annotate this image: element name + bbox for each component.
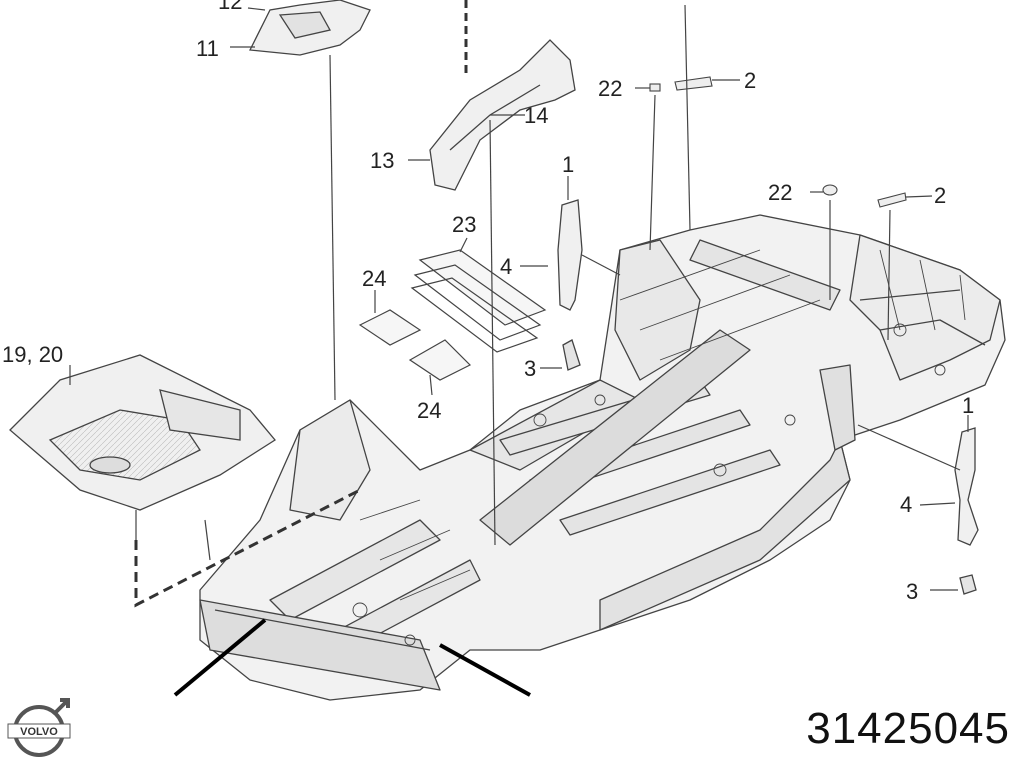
callout-labels: 12 11 13 14 22 2 22 2 23 24 24 1 4 3 19,… <box>2 0 974 604</box>
callout-22-right: 22 <box>768 180 792 205</box>
part-1-pillar-reinforcement-upper <box>557 199 583 371</box>
callout-24-lower: 24 <box>417 398 441 423</box>
volvo-logo-text: VOLVO <box>20 726 58 738</box>
underbody-floor-assembly <box>199 214 1006 701</box>
callout-11: 11 <box>196 36 219 61</box>
callout-2-top: 2 <box>744 68 756 93</box>
callout-24-upper: 24 <box>362 266 386 291</box>
part-number: 31425045 <box>806 704 1010 753</box>
callout-1-upper: 1 <box>562 152 574 177</box>
callout-12: 12 <box>218 0 242 14</box>
part-1-pillar-reinforcement-lower <box>954 427 979 595</box>
callout-3-lower: 3 <box>906 579 918 604</box>
part-24-pad-a <box>358 309 422 346</box>
callout-4-lower: 4 <box>900 492 912 517</box>
callout-23: 23 <box>452 212 476 237</box>
part-19-20-floor-panel <box>9 354 276 511</box>
part-2-22-clips <box>649 76 907 208</box>
callout-19-20: 19, 20 <box>2 342 63 367</box>
callout-3-upper: 3 <box>524 356 536 381</box>
callout-2-right: 2 <box>934 183 946 208</box>
part-11-12-bracket <box>248 0 371 56</box>
callout-1-lower: 1 <box>962 393 974 418</box>
callout-14: 14 <box>524 103 548 128</box>
volvo-logo: VOLVO <box>7 698 71 757</box>
callout-22-top: 22 <box>598 76 622 101</box>
part-24-pad-b <box>408 339 472 381</box>
callout-4-upper: 4 <box>500 254 512 279</box>
part-23-insulation-pads <box>410 249 547 353</box>
leader-lines <box>69 0 969 697</box>
callout-13: 13 <box>370 148 394 173</box>
